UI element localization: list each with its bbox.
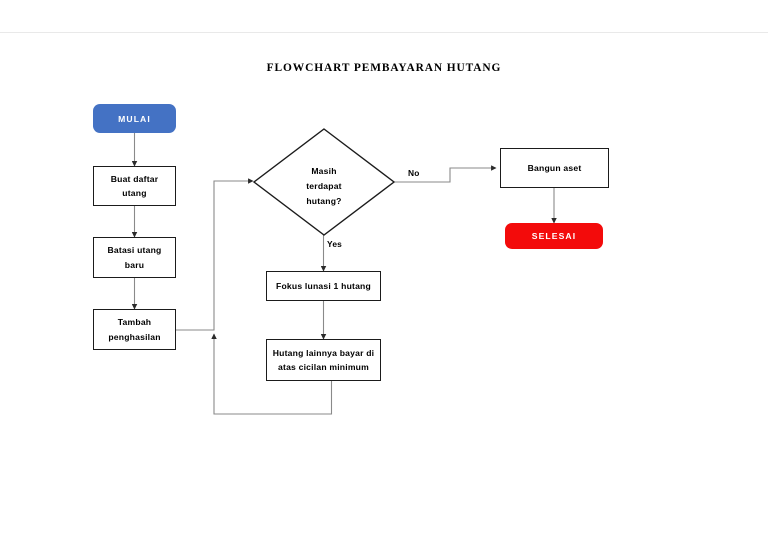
node-decision-shape[interactable]: [252, 127, 396, 237]
edge-tambah-to-decision: [176, 178, 254, 331]
node-bangun-aset[interactable]: Bangun aset: [500, 148, 609, 188]
edge-decision-no-to-bangun-aset: [393, 165, 497, 183]
node-batasi-utang-baru[interactable]: Batasi utang baru: [93, 237, 176, 278]
node-batasi-utang-baru-line1: Batasi utang: [107, 245, 162, 256]
page-top-rule: [0, 32, 768, 33]
node-buat-daftar-utang-line2: utang: [122, 188, 147, 198]
node-mulai[interactable]: MULAI: [93, 104, 176, 133]
node-fokus-lunasi[interactable]: Fokus lunasi 1 hutang: [266, 271, 381, 301]
node-mulai-label: MULAI: [118, 113, 151, 124]
node-hutang-lainnya-line1: Hutang lainnya bayar di: [272, 347, 375, 358]
node-decision-line3: hutang?: [306, 196, 342, 207]
node-selesai[interactable]: SELESAI: [505, 223, 603, 249]
edge-label-no: No: [408, 168, 420, 178]
node-buat-daftar-utang-line1: Buat daftar: [110, 173, 159, 184]
node-hutang-lainnya-line2: atas cicilan minimum: [278, 362, 369, 372]
node-decision-line2: terdapat: [306, 181, 342, 192]
node-bangun-aset-line1: Bangun aset: [527, 162, 582, 173]
node-decision-line1: Masih: [311, 166, 337, 176]
node-selesai-label: SELESAI: [531, 231, 577, 241]
node-tambah-penghasilan[interactable]: Tambah penghasilan: [93, 309, 176, 350]
node-hutang-lainnya[interactable]: Hutang lainnya bayar di atas cicilan min…: [266, 339, 381, 381]
node-buat-daftar-utang[interactable]: Buat daftar utang: [93, 166, 176, 206]
node-tambah-penghasilan-line2: penghasilan: [108, 331, 161, 342]
node-batasi-utang-baru-line2: baru: [124, 259, 145, 270]
node-fokus-lunasi-line1: Fokus lunasi 1 hutang: [276, 280, 371, 291]
node-decision-label: Masih terdapat hutang?: [272, 164, 376, 209]
edge-label-yes: Yes: [327, 239, 343, 249]
node-tambah-penghasilan-line1: Tambah: [117, 317, 152, 328]
page-title: FLOWCHART PEMBAYARAN HUTANG: [266, 62, 502, 74]
edge-hutang-lainnya-loop-back: [211, 333, 333, 415]
